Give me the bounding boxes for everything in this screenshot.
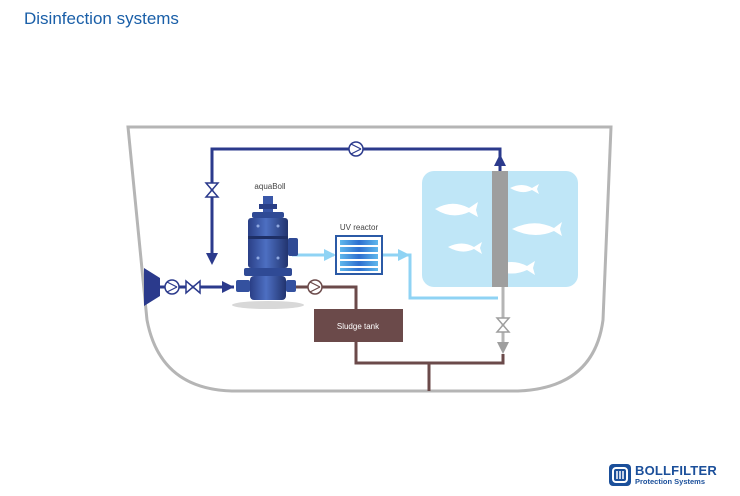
pump-icon: [348, 141, 364, 157]
bollfilter-logo-icon: [609, 464, 631, 486]
pump-icon: [307, 279, 323, 295]
sea-chest-inlet: [144, 268, 160, 306]
brand-name: BOLLFILTER: [635, 463, 717, 479]
fish-icon: [435, 202, 478, 217]
fish-icon: [510, 184, 539, 194]
drain-arrow: [497, 342, 509, 354]
flow-arrow: [222, 281, 234, 293]
tank-divider: [492, 171, 508, 287]
filter-label: aquaBoll: [254, 182, 285, 191]
page-title: Disinfection systems: [24, 9, 179, 28]
flow-arrow: [494, 154, 506, 166]
sludge-tank: [314, 309, 403, 342]
brand-tagline: Protection Systems: [635, 477, 706, 487]
sludge-outlet-pipe: [354, 342, 505, 365]
uv-reactor-label: UV reactor: [340, 223, 379, 232]
aquaboll-filter: [232, 196, 304, 309]
pump-icon: [164, 279, 180, 295]
flow-arrow: [206, 253, 218, 265]
fish-icon: [512, 222, 562, 236]
valve-icon: [185, 279, 201, 295]
valve-icon: [204, 182, 220, 198]
uv-reactor: [335, 235, 383, 275]
flow-arrow: [324, 249, 336, 261]
valve-icon: [495, 317, 511, 333]
fish-icon: [448, 242, 482, 254]
treated-water-pipe: [382, 253, 498, 300]
bollfilter-logo: BOLLFILTER Protection Systems: [609, 463, 717, 487]
sludge-tank-label: Sludge tank: [337, 322, 380, 331]
flow-arrow: [398, 249, 410, 261]
ship-hull: [126, 125, 613, 393]
